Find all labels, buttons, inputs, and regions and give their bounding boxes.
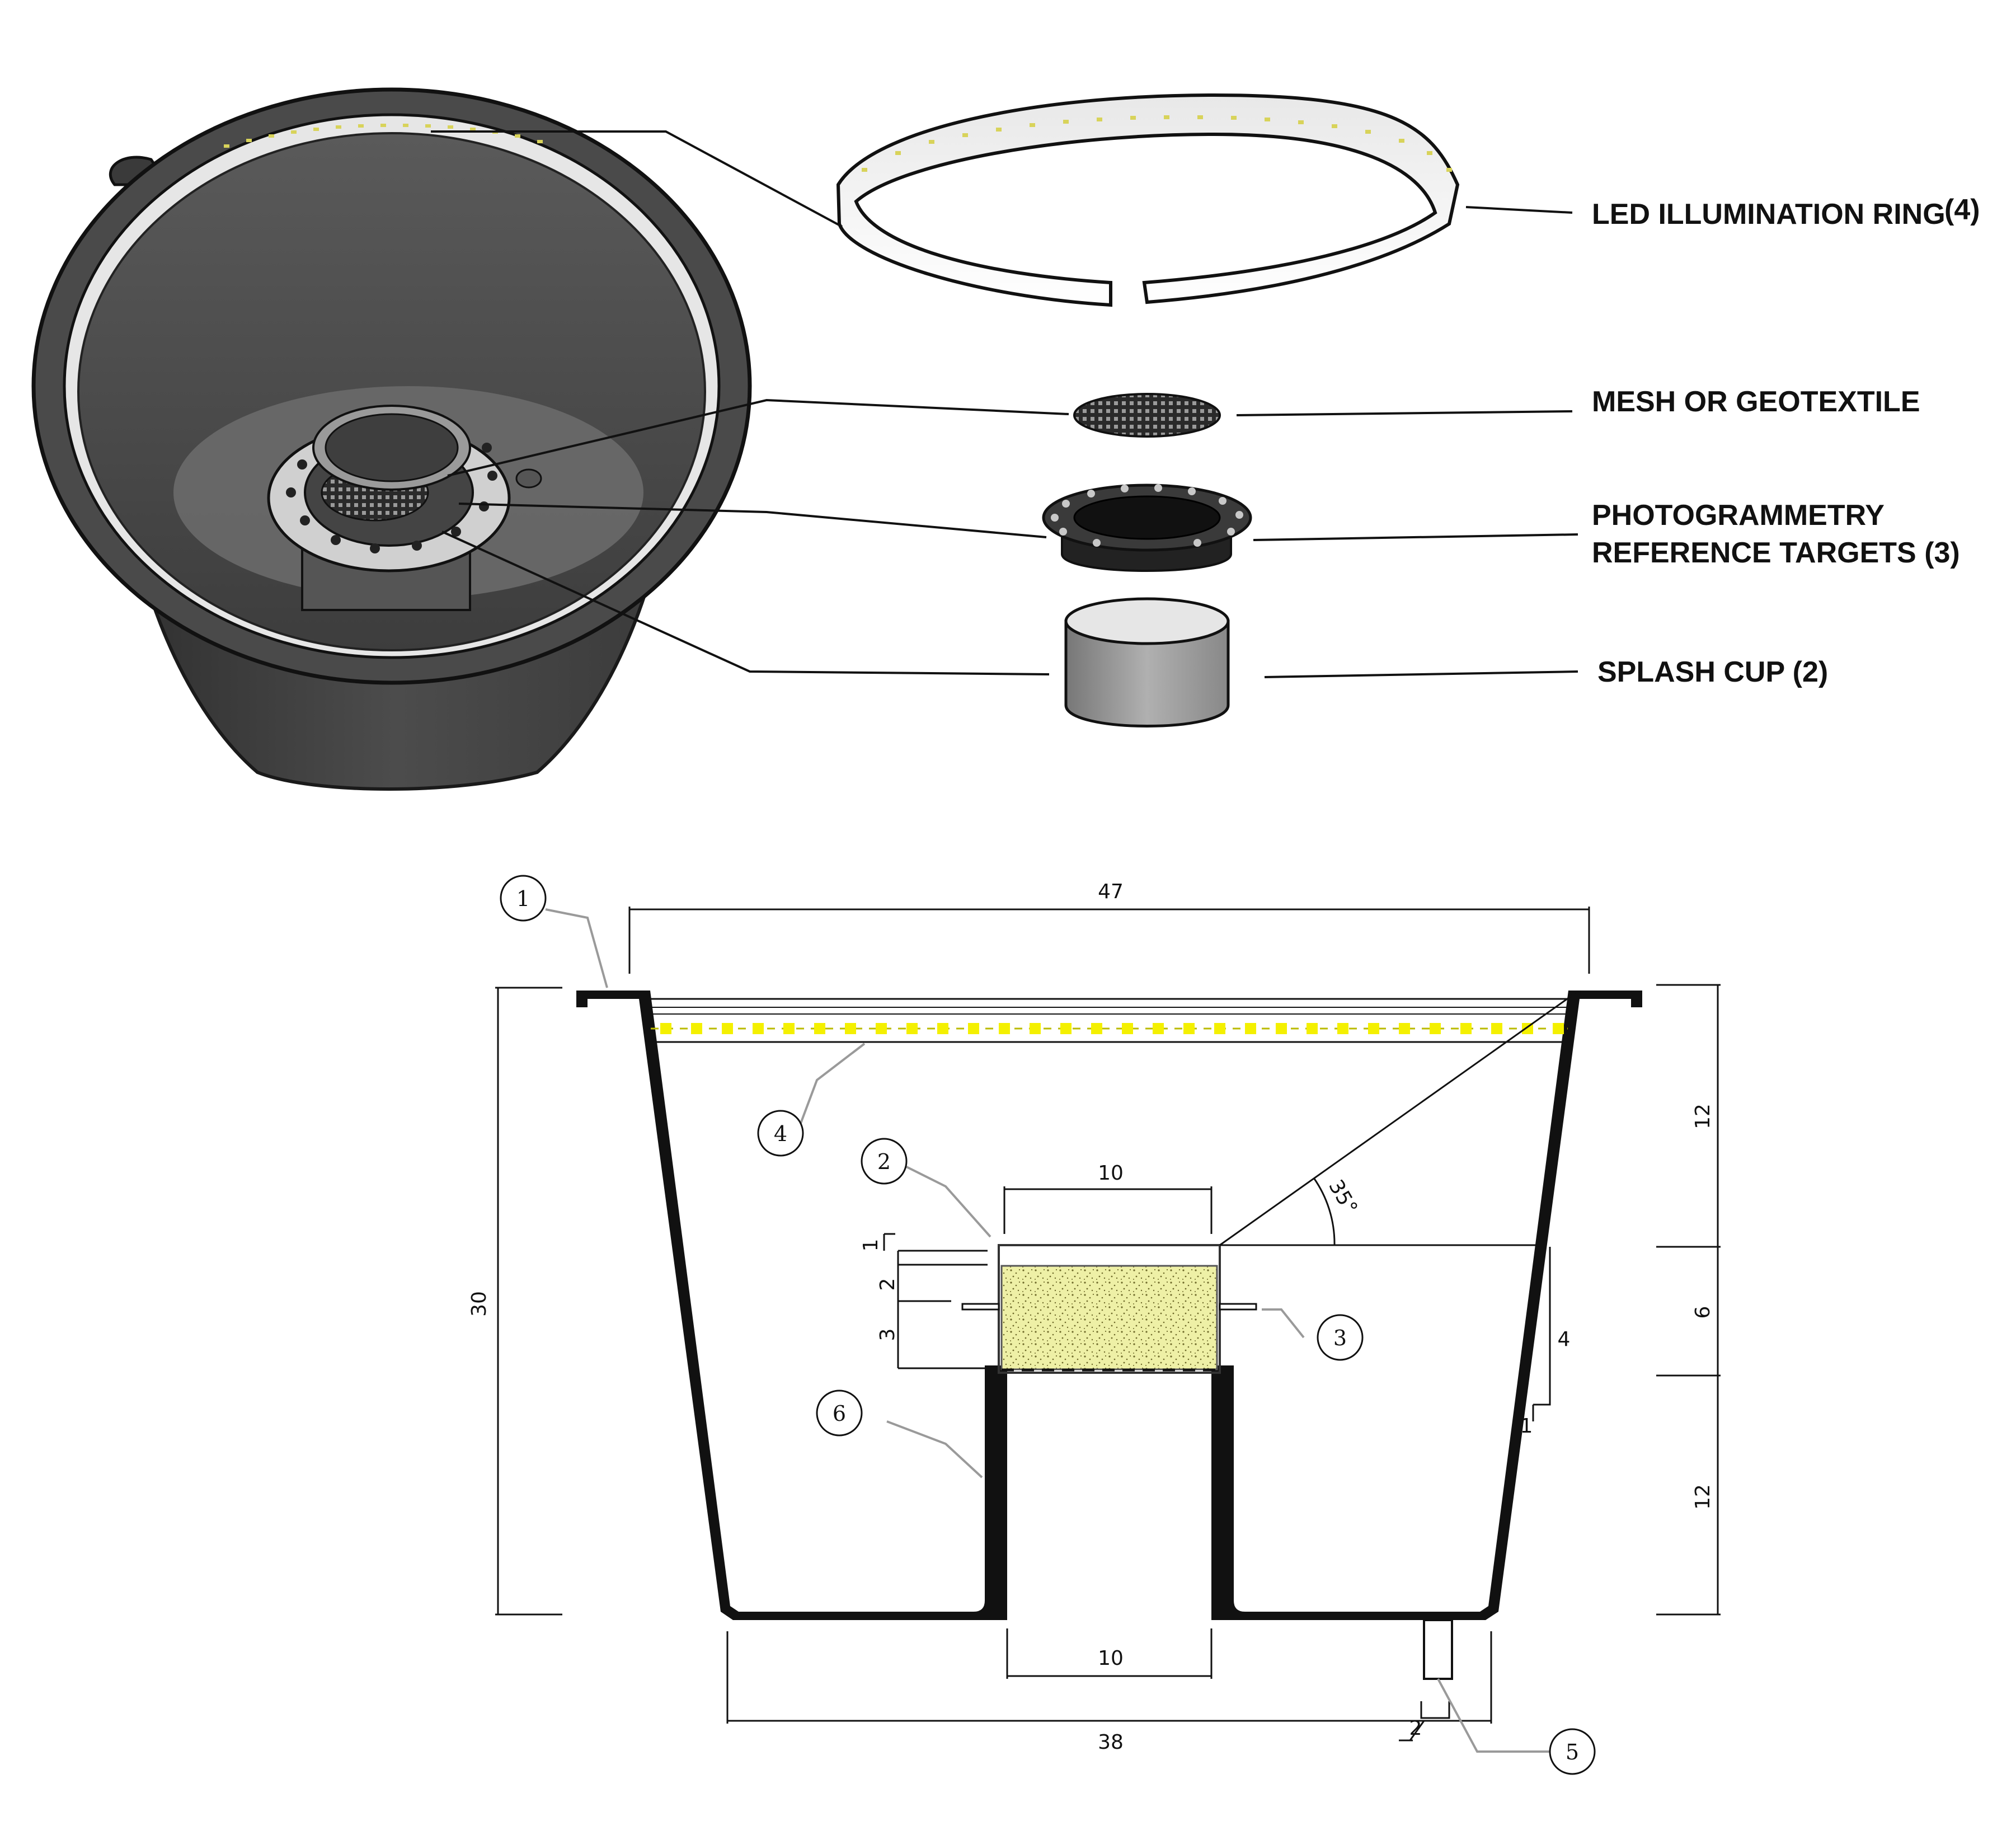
bucket-wall-right bbox=[1211, 991, 1581, 1620]
callout-leaders bbox=[545, 908, 1550, 1753]
target-ring-icon bbox=[1042, 484, 1252, 572]
dim-drain: 2 bbox=[1409, 1717, 1422, 1740]
svg-text:5: 5 bbox=[1566, 1740, 1579, 1764]
led-square bbox=[1307, 1023, 1318, 1034]
svg-text:6: 6 bbox=[833, 1401, 846, 1426]
dim-bottom-width: 38 bbox=[1098, 1731, 1124, 1754]
led-strip-icon bbox=[660, 1023, 1564, 1034]
exploded-leader-lines bbox=[431, 130, 1578, 678]
led-ring-icon bbox=[836, 93, 1460, 307]
dim-left-1: 1 bbox=[859, 1239, 882, 1252]
led-square bbox=[1245, 1023, 1256, 1034]
led-square bbox=[753, 1023, 764, 1034]
led-square bbox=[722, 1023, 733, 1034]
dim-right-lower: 12 bbox=[1691, 1484, 1714, 1510]
splash-cup-icon bbox=[1064, 597, 1230, 727]
splash-cup-label: SPLASH CUP (2) bbox=[1597, 656, 1828, 688]
led-square bbox=[1460, 1023, 1472, 1034]
dim-right-upper: 12 bbox=[1691, 1104, 1714, 1129]
mesh-label: MESH OR GEOTEXTILE bbox=[1592, 386, 1920, 418]
dim-inner-4: 4 bbox=[1558, 1328, 1571, 1351]
svg-text:2: 2 bbox=[877, 1149, 891, 1174]
dim-left-3: 3 bbox=[876, 1329, 899, 1341]
targets-label-line2: REFERENCE TARGETS (3) bbox=[1592, 537, 1960, 569]
bubble-5: 5 bbox=[1549, 1728, 1596, 1775]
bucket-wall-left bbox=[638, 991, 1007, 1620]
targets-label-line1: PHOTOGRAMMETRY bbox=[1592, 499, 1885, 532]
led-square bbox=[814, 1023, 825, 1034]
led-square bbox=[968, 1023, 979, 1034]
led-square bbox=[1214, 1023, 1225, 1034]
led-square bbox=[999, 1023, 1010, 1034]
led-square bbox=[1553, 1023, 1564, 1034]
led-square bbox=[1430, 1023, 1441, 1034]
dim-cup-bottom: 10 bbox=[1098, 1647, 1124, 1670]
led-square bbox=[1060, 1023, 1072, 1034]
callout-bubbles: 1 2 3 4 5 6 bbox=[500, 875, 1596, 1775]
led-square bbox=[876, 1023, 887, 1034]
bubble-3: 3 bbox=[1317, 1314, 1364, 1361]
led-square bbox=[1183, 1023, 1195, 1034]
svg-text:3: 3 bbox=[1333, 1326, 1347, 1350]
led-square bbox=[1091, 1023, 1102, 1034]
led-square bbox=[845, 1023, 856, 1034]
led-square bbox=[1276, 1023, 1287, 1034]
dim-left-2: 2 bbox=[876, 1278, 899, 1291]
svg-text:4: 4 bbox=[774, 1121, 787, 1146]
bubble-4: 4 bbox=[757, 1110, 804, 1157]
led-square bbox=[1153, 1023, 1164, 1034]
led-ring-number: (4) bbox=[1944, 194, 1980, 226]
led-square bbox=[1491, 1023, 1502, 1034]
standpipe-right bbox=[1211, 1365, 1234, 1620]
dim-cup-top: 10 bbox=[1098, 1162, 1124, 1185]
dimension-lines bbox=[495, 907, 1721, 1742]
led-square bbox=[1399, 1023, 1410, 1034]
led-square bbox=[1368, 1023, 1379, 1034]
dim-top-width: 47 bbox=[1098, 880, 1124, 903]
mesh-disc-icon bbox=[1073, 393, 1221, 438]
dim-inner-1: 1 bbox=[1520, 1415, 1533, 1438]
sand-fill bbox=[1000, 1265, 1218, 1370]
led-square bbox=[1122, 1023, 1133, 1034]
standpipe-left bbox=[985, 1365, 1007, 1620]
dim-height: 30 bbox=[468, 1291, 491, 1317]
section-drawing bbox=[576, 991, 1642, 1680]
led-square bbox=[906, 1023, 918, 1034]
led-square bbox=[1337, 1023, 1348, 1034]
led-square bbox=[691, 1023, 702, 1034]
dim-right-middle: 6 bbox=[1691, 1306, 1714, 1319]
drain-pipe bbox=[1423, 1619, 1453, 1680]
led-square bbox=[783, 1023, 795, 1034]
bubble-1: 1 bbox=[500, 875, 547, 922]
bucket-icon bbox=[31, 87, 752, 791]
bubble-6: 6 bbox=[816, 1390, 863, 1437]
led-square bbox=[937, 1023, 948, 1034]
svg-text:1: 1 bbox=[516, 886, 530, 911]
led-square bbox=[1030, 1023, 1041, 1034]
bubble-2: 2 bbox=[861, 1138, 908, 1185]
led-ring-label: LED ILLUMINATION RING bbox=[1592, 198, 1945, 231]
led-square bbox=[660, 1023, 671, 1034]
